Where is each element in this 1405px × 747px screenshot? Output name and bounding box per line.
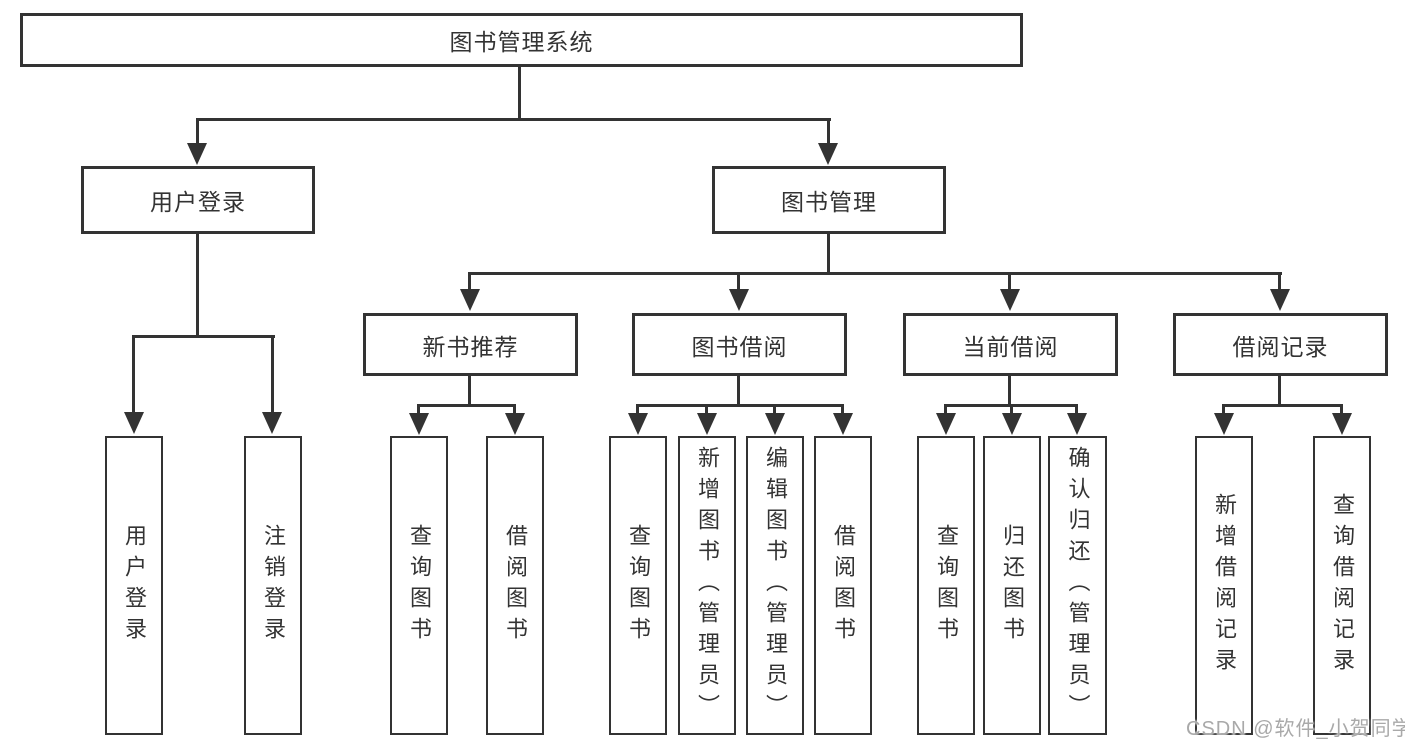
node-user-login-label: 用户登录 bbox=[150, 189, 246, 215]
connector-stem-return-book bbox=[1010, 404, 1013, 416]
leaf-query-books-borrowing-label: 查询图书 bbox=[626, 523, 651, 648]
leaf-user-login: 用户登录 bbox=[105, 436, 163, 735]
connector-stem-edit-book bbox=[773, 404, 776, 416]
connector-stem-query-books-3 bbox=[944, 404, 947, 416]
connector-borrowing-records-trunk bbox=[1278, 375, 1281, 406]
leaf-add-borrow-record: 新增借阅记录 bbox=[1195, 436, 1253, 735]
connector-stem-user-login bbox=[196, 118, 199, 144]
arrowhead-query-books-3 bbox=[936, 413, 956, 435]
connector-current-borrowing-trunk bbox=[1008, 375, 1011, 406]
node-current-borrowing-label: 当前借阅 bbox=[962, 333, 1059, 360]
leaf-borrow-books-recommend-label: 借阅图书 bbox=[503, 523, 528, 648]
leaf-return-book-label: 归还图书 bbox=[1000, 523, 1025, 648]
connector-stem-new-book-recommend bbox=[468, 272, 471, 290]
arrowhead-query-books-2 bbox=[628, 413, 648, 435]
connector-stem-add-record bbox=[1222, 404, 1225, 416]
connector-stem-borrowing-records bbox=[1278, 272, 1281, 290]
arrowhead-query-record bbox=[1332, 413, 1352, 435]
leaf-query-books-borrowing: 查询图书 bbox=[609, 436, 667, 735]
connector-stem-book-management bbox=[827, 118, 830, 144]
connector-stem-leaf-user-login bbox=[132, 335, 135, 415]
arrowhead-borrow-books-2 bbox=[833, 413, 853, 435]
node-borrowing-records-label: 借阅记录 bbox=[1232, 333, 1329, 360]
connector-level1-rail bbox=[197, 118, 831, 121]
connector-stem-book-borrowing bbox=[737, 272, 740, 290]
connector-level3-rail bbox=[470, 272, 1282, 275]
leaf-add-borrow-record-label: 新增借阅记录 bbox=[1212, 492, 1237, 679]
node-borrowing-records: 借阅记录 bbox=[1173, 313, 1388, 376]
leaf-return-book: 归还图书 bbox=[983, 436, 1041, 735]
node-book-borrowing: 图书借阅 bbox=[632, 313, 847, 376]
connector-stem-current-borrowing bbox=[1008, 272, 1011, 290]
leaf-query-books-recommend: 查询图书 bbox=[390, 436, 448, 735]
connector-stem-add-book bbox=[705, 404, 708, 416]
connector-new-book-recommend-trunk bbox=[468, 375, 471, 406]
connector-stem-confirm-return bbox=[1075, 404, 1078, 416]
leaf-borrow-books-borrowing-label: 借阅图书 bbox=[831, 523, 856, 648]
arrowhead-user-login bbox=[187, 143, 207, 165]
connector-stem-borrow-books-1 bbox=[513, 404, 516, 416]
connector-stem-leaf-logout bbox=[271, 335, 274, 415]
leaf-edit-book-admin: 编辑图书（管理员） bbox=[746, 436, 804, 735]
arrowhead-book-borrowing bbox=[729, 289, 749, 311]
connector-stem-query-books-1 bbox=[417, 404, 420, 416]
node-new-book-recommend: 新书推荐 bbox=[363, 313, 578, 376]
connector-root-trunk bbox=[518, 67, 521, 119]
leaf-add-book-admin-label: 新增图书（管理员） bbox=[695, 446, 720, 725]
arrowhead-new-book-recommend bbox=[460, 289, 480, 311]
connector-stem-query-books-2 bbox=[636, 404, 639, 416]
connector-stem-query-record bbox=[1340, 404, 1343, 416]
connector-new-book-recommend-rail bbox=[419, 404, 516, 407]
arrowhead-return-book bbox=[1002, 413, 1022, 435]
leaf-add-book-admin: 新增图书（管理员） bbox=[678, 436, 736, 735]
node-current-borrowing: 当前借阅 bbox=[903, 313, 1118, 376]
node-user-login: 用户登录 bbox=[81, 166, 315, 234]
arrowhead-borrow-books-1 bbox=[505, 413, 525, 435]
leaf-borrow-books-borrowing: 借阅图书 bbox=[814, 436, 872, 735]
node-book-management-label: 图书管理 bbox=[781, 189, 877, 215]
arrowhead-edit-book bbox=[765, 413, 785, 435]
node-library-system-label: 图书管理系统 bbox=[449, 29, 594, 55]
leaf-borrow-books-recommend: 借阅图书 bbox=[486, 436, 544, 735]
node-new-book-recommend-label: 新书推荐 bbox=[422, 333, 519, 360]
leaf-query-borrow-record: 查询借阅记录 bbox=[1313, 436, 1371, 735]
arrowhead-leaf-logout bbox=[262, 412, 282, 434]
connector-stem-borrow-books-2 bbox=[841, 404, 844, 416]
leaf-confirm-return-admin-label: 确认归还（管理员） bbox=[1065, 446, 1091, 725]
connector-user-login-rail bbox=[132, 335, 275, 338]
arrowhead-add-book bbox=[697, 413, 717, 435]
arrowhead-book-management bbox=[818, 143, 838, 165]
connector-user-login-trunk bbox=[196, 233, 199, 336]
leaf-edit-book-admin-label: 编辑图书（管理员） bbox=[763, 446, 788, 725]
leaf-logout-label: 注销登录 bbox=[261, 523, 286, 648]
leaf-query-books-current: 查询图书 bbox=[917, 436, 975, 735]
leaf-confirm-return-admin: 确认归还（管理员） bbox=[1048, 436, 1107, 735]
node-book-borrowing-label: 图书借阅 bbox=[691, 333, 788, 360]
connector-book-management-trunk bbox=[827, 233, 830, 274]
arrowhead-confirm-return bbox=[1067, 413, 1087, 435]
connector-borrowing-records-rail bbox=[1224, 404, 1343, 407]
leaf-logout: 注销登录 bbox=[244, 436, 302, 735]
arrowhead-current-borrowing bbox=[1000, 289, 1020, 311]
node-book-management: 图书管理 bbox=[712, 166, 946, 234]
arrowhead-borrowing-records bbox=[1270, 289, 1290, 311]
connector-book-borrowing-trunk bbox=[737, 375, 740, 406]
node-library-system: 图书管理系统 bbox=[20, 13, 1023, 67]
leaf-query-books-recommend-label: 查询图书 bbox=[407, 523, 432, 648]
leaf-query-borrow-record-label: 查询借阅记录 bbox=[1330, 492, 1355, 679]
arrowhead-query-books-1 bbox=[409, 413, 429, 435]
leaf-user-login-label: 用户登录 bbox=[122, 523, 147, 648]
arrowhead-add-record bbox=[1214, 413, 1234, 435]
leaf-query-books-current-label: 查询图书 bbox=[934, 523, 959, 648]
connector-book-borrowing-rail bbox=[638, 404, 844, 407]
arrowhead-leaf-user-login bbox=[124, 412, 144, 434]
csdn-watermark: CSDN @软件_小贺同学 bbox=[1186, 718, 1405, 740]
